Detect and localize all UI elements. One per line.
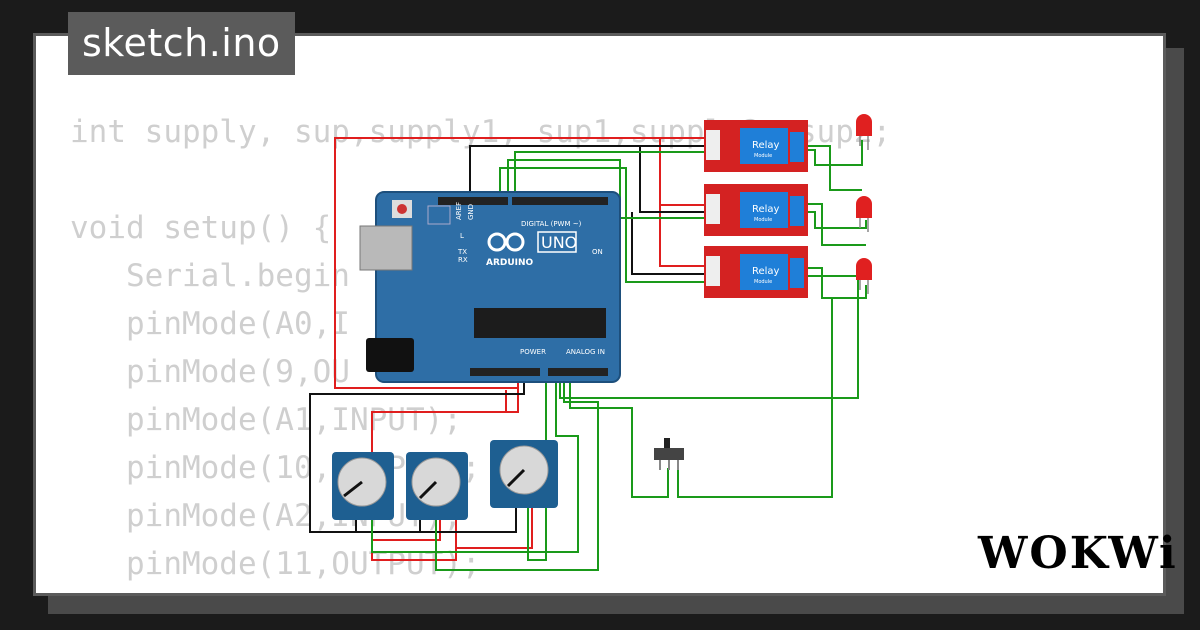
relay-box: [740, 128, 788, 164]
arduino-brand-label: ARDUINO: [486, 258, 534, 268]
wire-green: [808, 145, 862, 191]
relay-pin-header: [706, 256, 720, 286]
wire-green: [371, 372, 579, 553]
uno-badge: [537, 231, 577, 253]
relay-terminal: [790, 196, 804, 226]
led-body: [856, 258, 872, 280]
led-1[interactable]: [856, 114, 872, 150]
code-line: pinMode(A0,I: [70, 306, 350, 342]
led-on-label: ON: [592, 248, 603, 256]
arduino-uno-board[interactable]: AREF GND DIGITAL (PWM ~) L TX RX ON UNO …: [359, 191, 621, 383]
led-body: [856, 114, 872, 136]
atmega-chip: [474, 308, 606, 338]
switch-knob: [664, 438, 670, 448]
code-line: int supply, sup,supply1, sup1,supply2, s…: [70, 114, 892, 150]
relay-module-1[interactable]: Relay Module: [704, 120, 808, 172]
wire-green: [559, 275, 859, 399]
switch-body: [654, 448, 684, 460]
wire-black: [469, 145, 706, 197]
wokwi-logo: WOKWi: [978, 528, 1178, 579]
pot-indicator: [343, 480, 363, 498]
wire-green: [808, 267, 867, 299]
relay-pin-header: [706, 130, 720, 160]
code-line: pinMode(A2,INPUT);: [70, 498, 462, 534]
wire-green: [514, 151, 706, 197]
header-digital-left: [438, 197, 508, 205]
power-jack: [366, 338, 414, 372]
code-line: void setup() {: [70, 210, 332, 246]
led-rx-label: RX: [458, 256, 468, 264]
code-line: pinMode(9,OU: [70, 354, 350, 390]
wire-red: [456, 508, 533, 549]
wire-green: [435, 372, 599, 571]
wire-black: [309, 372, 525, 533]
wire-green: [808, 140, 863, 166]
sketch-title: sketch.ino: [68, 12, 295, 75]
relay-label: Relay: [752, 204, 780, 215]
relay-label: Relay: [752, 266, 780, 277]
relay-label: Relay: [752, 140, 780, 151]
power-label: POWER: [520, 348, 546, 356]
wire-black: [356, 520, 421, 533]
wire-green: [677, 298, 833, 498]
usb-port: [359, 225, 413, 271]
led-2[interactable]: [856, 196, 872, 232]
reset-button-cap: [397, 204, 407, 214]
digital-label: DIGITAL (PWM ~): [521, 220, 582, 228]
led-3[interactable]: [856, 258, 872, 294]
led-tx-label: TX: [457, 248, 467, 256]
wire-red: [659, 205, 706, 267]
wire-green: [808, 211, 867, 229]
gnd-label: GND: [467, 204, 475, 220]
relay-sublabel: Module: [754, 217, 772, 223]
wire-green: [507, 159, 706, 219]
header-digital-right: [512, 197, 608, 205]
code-line: Serial.begin: [70, 258, 350, 294]
relay-module-3[interactable]: Relay Module: [704, 246, 808, 298]
wire-black: [631, 212, 706, 275]
wires: [309, 137, 867, 571]
header-power: [470, 368, 540, 376]
wire-red: [659, 138, 706, 206]
relay-terminal: [790, 132, 804, 162]
arduino-logo-icon: [487, 232, 525, 252]
relay-sublabel: Module: [754, 279, 772, 285]
code-line: pinMode(A1,INPUT);: [70, 402, 462, 438]
wire-green: [499, 167, 706, 283]
potentiometer-1[interactable]: [332, 452, 394, 520]
potentiometer-3[interactable]: [490, 440, 558, 508]
relay-module-2[interactable]: Relay Module: [704, 184, 808, 236]
relay-terminal: [790, 258, 804, 288]
wire-green: [569, 372, 669, 498]
led-l-label: L: [460, 232, 464, 240]
wire-black: [639, 146, 706, 213]
aref-label: AREF: [455, 202, 463, 220]
wire-green: [808, 203, 866, 246]
potentiometer-2[interactable]: [406, 452, 468, 520]
analog-label: ANALOG IN: [566, 348, 605, 356]
relay-pin-header: [706, 194, 720, 224]
uno-label: UNO: [541, 233, 577, 252]
relay-box: [740, 192, 788, 228]
relay-box: [740, 254, 788, 290]
slide-switch[interactable]: [654, 438, 684, 470]
pot-indicator: [506, 468, 526, 488]
header-analog: [548, 368, 608, 376]
pot-indicator: [418, 480, 438, 500]
icsp-header: [427, 205, 451, 225]
relay-sublabel: Module: [754, 153, 772, 159]
led-body: [856, 196, 872, 218]
